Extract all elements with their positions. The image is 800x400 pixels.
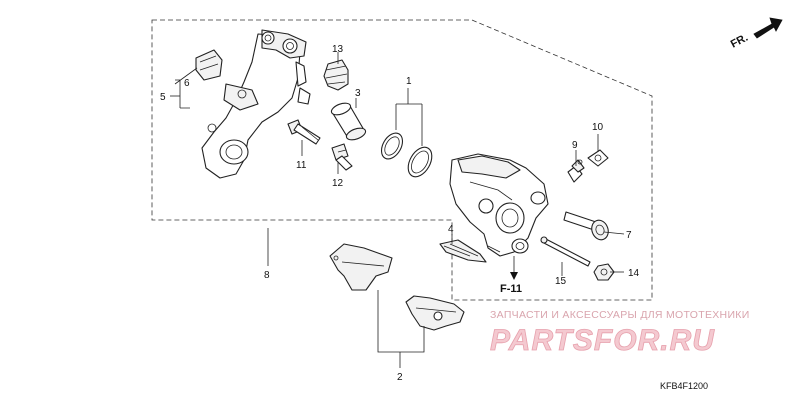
section-arrow-icon: [510, 272, 518, 280]
bleed-cap: [587, 149, 609, 167]
callout-14: 14: [628, 268, 640, 279]
callout-labels: 1 2 3 4 5 6 7 8 9 10 11 12 13 14 15: [160, 44, 640, 383]
callout-13: 13: [332, 44, 344, 55]
boot-13: [323, 59, 349, 91]
pad-spring: [439, 239, 487, 263]
pad-pin-15: [540, 236, 591, 267]
callout-11: 11: [296, 160, 307, 171]
retainer-clip: [195, 49, 223, 81]
section-reference: F-11: [500, 283, 522, 295]
callout-5: 5: [160, 92, 166, 103]
front-direction-label: FR.: [729, 32, 750, 51]
watermark: ЗАПЧАСТИ И АКСЕССУАРЫ ДЛЯ МОТОТЕХНИКИ PA…: [490, 309, 750, 357]
piston-seal-set: [380, 132, 433, 178]
caliper-piston: [330, 102, 367, 141]
watermark-tagline: ЗАПЧАСТИ И АКСЕССУАРЫ ДЛЯ МОТОТЕХНИКИ: [490, 309, 750, 321]
callout-9: 9: [572, 140, 578, 151]
callout-3: 3: [355, 88, 361, 99]
callout-4: 4: [448, 224, 454, 235]
callout-15: 15: [555, 276, 567, 287]
callout-7: 7: [626, 230, 632, 241]
watermark-brand: PARTSFOR.RU: [490, 324, 715, 357]
leader-lines: [170, 52, 625, 368]
bolt-12: [331, 143, 353, 171]
callout-10: 10: [592, 122, 604, 133]
callout-8: 8: [264, 270, 270, 281]
pin-bolt-11: [287, 119, 321, 145]
front-direction-indicator: FR.: [729, 17, 783, 51]
callout-6: 6: [184, 78, 190, 89]
callout-1: 1: [406, 76, 412, 87]
front-arrow-icon: [753, 17, 783, 39]
callout-2: 2: [397, 372, 403, 383]
nut-14: [593, 263, 615, 281]
brake-pad-upper: [329, 243, 393, 291]
caliper-body: [449, 153, 549, 257]
assembly-frame: [151, 19, 653, 301]
diagram-code: KFB4F1200: [660, 381, 708, 391]
caliper-bracket: [201, 29, 311, 179]
callout-12: 12: [332, 178, 344, 189]
slide-pin-7: [563, 211, 609, 241]
brake-pad-lower: [405, 295, 465, 331]
